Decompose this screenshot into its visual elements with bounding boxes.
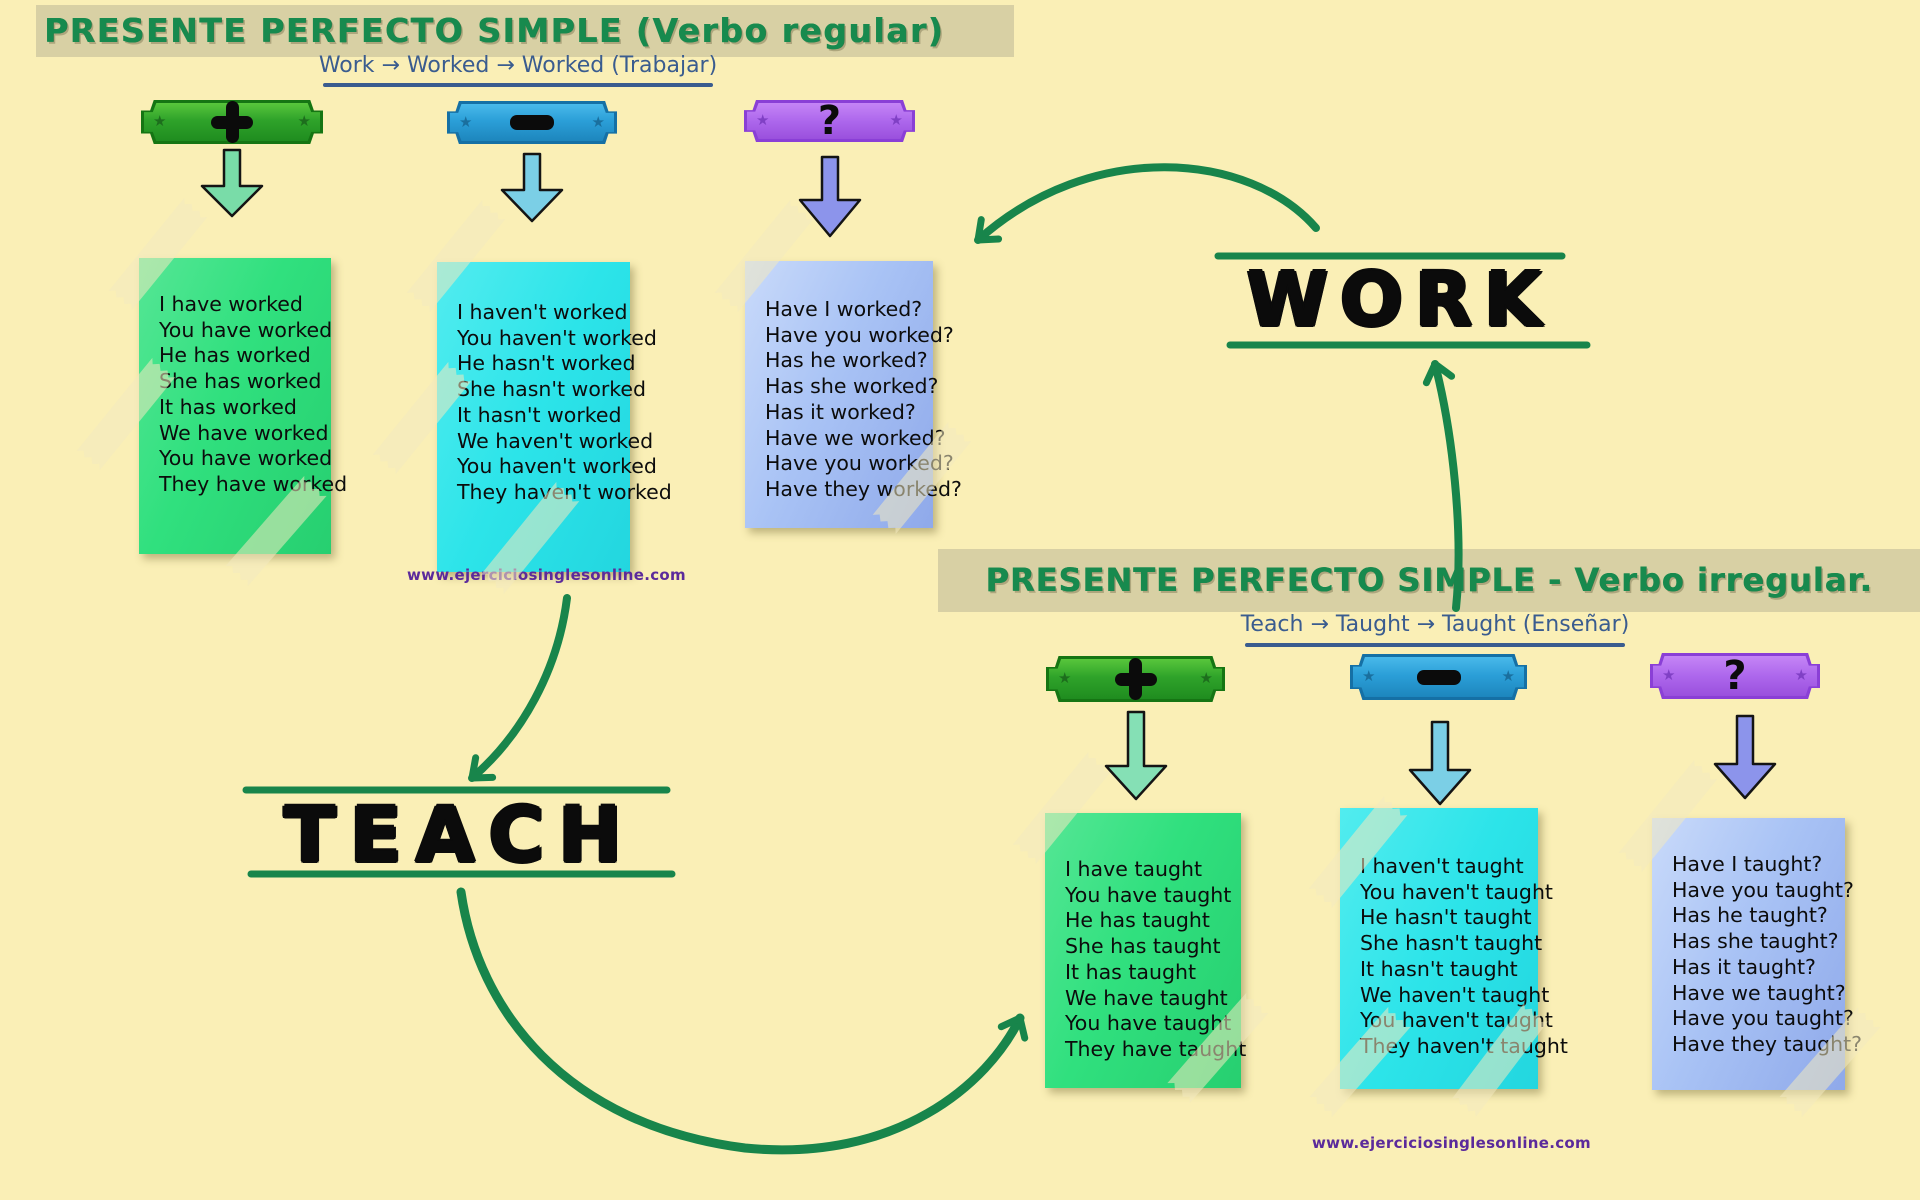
note-line: Has she taught? bbox=[1672, 929, 1839, 954]
work-verb-label: WORK bbox=[1246, 257, 1554, 343]
interrogative-badge: ★ ★ ? bbox=[1650, 653, 1820, 699]
note-line: You haven't worked bbox=[457, 454, 657, 479]
note-line: Have you worked? bbox=[765, 322, 954, 347]
plus-icon bbox=[1046, 656, 1225, 702]
note-line: We haven't worked bbox=[457, 428, 654, 453]
affirmative-badge: ★ ★ bbox=[141, 100, 323, 144]
note-line: Has he taught? bbox=[1672, 903, 1828, 928]
note-line: It has worked bbox=[159, 394, 297, 419]
note-line: You haven't worked bbox=[457, 325, 657, 350]
note-line: Has it taught? bbox=[1672, 954, 1816, 979]
note-line: He hasn't taught bbox=[1360, 905, 1532, 930]
note-line: Have we taught? bbox=[1672, 980, 1846, 1005]
star-icon: ★ bbox=[1501, 667, 1515, 686]
star-icon: ★ bbox=[756, 111, 770, 130]
question-mark-icon: ? bbox=[1723, 653, 1747, 699]
negative-badge: ★ ★ bbox=[1350, 654, 1527, 700]
note-line: Has she worked? bbox=[765, 374, 939, 399]
negative-badge: ★ ★ bbox=[447, 101, 617, 144]
note-line: It hasn't worked bbox=[457, 402, 622, 427]
curved-arrow-icon bbox=[468, 594, 571, 782]
irregular-interrogative-note: Have I taught?Have you taught?Has he tau… bbox=[1652, 818, 1862, 1090]
note-line: It hasn't taught bbox=[1360, 956, 1518, 981]
note-line: It has taught bbox=[1065, 959, 1196, 984]
star-icon: ★ bbox=[153, 112, 167, 131]
note-line: I haven't worked bbox=[457, 300, 628, 324]
note-line: She hasn't taught bbox=[1360, 931, 1543, 956]
plus-icon bbox=[141, 100, 323, 144]
down-arrow-icon bbox=[1104, 710, 1168, 801]
regular-verb-forms-underline bbox=[323, 83, 713, 87]
minus-icon bbox=[1350, 654, 1527, 700]
website-url: www.ejerciciosinglesonline.com bbox=[1312, 1134, 1591, 1152]
regular-title: PRESENTE PERFECTO SIMPLE (Verbo regular) bbox=[44, 11, 945, 50]
affirmative-badge: ★ ★ bbox=[1046, 656, 1225, 702]
note-line: She hasn't worked bbox=[457, 377, 647, 402]
note-line: Have you taught? bbox=[1672, 1006, 1854, 1031]
note-line: You haven't taught bbox=[1360, 879, 1553, 904]
note-line: Have I worked? bbox=[765, 297, 923, 321]
question-mark-icon: ? bbox=[817, 98, 842, 144]
down-arrow-icon bbox=[1408, 720, 1472, 806]
note-line: You have worked bbox=[159, 446, 333, 471]
badge-plate bbox=[1653, 656, 1817, 696]
minus-icon bbox=[447, 101, 617, 144]
note-line: We haven't taught bbox=[1360, 982, 1550, 1007]
down-arrow-icon bbox=[1713, 714, 1777, 800]
teach-verb-label: TEACH bbox=[284, 790, 636, 879]
irregular-verb-forms-underline bbox=[1245, 643, 1625, 647]
note-line: Has it worked? bbox=[765, 399, 916, 424]
star-icon: ★ bbox=[889, 111, 903, 130]
star-icon: ★ bbox=[459, 112, 473, 131]
down-arrow-icon bbox=[500, 152, 564, 223]
irregular-title: PRESENTE PERFECTO SIMPLE - Verbo irregul… bbox=[985, 561, 1873, 599]
regular-title-band: PRESENTE PERFECTO SIMPLE (Verbo regular) bbox=[36, 5, 1014, 57]
note-line: We have worked bbox=[159, 420, 329, 445]
star-icon: ★ bbox=[1199, 669, 1213, 688]
note-line: She has taught bbox=[1065, 934, 1221, 959]
star-icon: ★ bbox=[1058, 669, 1072, 688]
website-url: www.ejerciciosinglesonline.com bbox=[407, 566, 686, 584]
note-line: Have I taught? bbox=[1672, 852, 1823, 876]
curved-arrow-icon bbox=[456, 887, 1029, 1155]
note-line: We have taught bbox=[1065, 985, 1228, 1010]
irregular-verb-forms: Teach → Taught → Taught (Enseñar) bbox=[1240, 612, 1630, 637]
curved-arrow-icon bbox=[974, 163, 1320, 244]
interrogative-badge: ★ ★ ? bbox=[744, 100, 915, 142]
note-line: You have worked bbox=[159, 317, 333, 342]
star-icon: ★ bbox=[1362, 667, 1376, 686]
note-line: He has taught bbox=[1065, 908, 1210, 933]
note-line: Have you taught? bbox=[1672, 877, 1854, 902]
regular-verb-forms: Work → Worked → Worked (Trabajar) bbox=[318, 53, 718, 78]
note-line: I haven't taught bbox=[1360, 854, 1524, 878]
note-line: I have taught bbox=[1065, 857, 1203, 881]
star-icon: ★ bbox=[297, 112, 311, 131]
badge-plate bbox=[747, 103, 912, 139]
star-icon: ★ bbox=[591, 112, 605, 131]
note-line: Have we worked? bbox=[765, 425, 946, 450]
note-line: I have worked bbox=[159, 292, 303, 316]
star-icon: ★ bbox=[1794, 666, 1808, 685]
note-line: You have taught bbox=[1065, 1011, 1232, 1036]
note-line: He hasn't worked bbox=[457, 351, 636, 376]
down-arrow-icon bbox=[200, 148, 264, 218]
note-line: Has he worked? bbox=[765, 348, 928, 373]
star-icon: ★ bbox=[1662, 666, 1676, 685]
irregular-title-band: PRESENTE PERFECTO SIMPLE - Verbo irregul… bbox=[938, 549, 1920, 612]
note-line: He has worked bbox=[159, 343, 311, 368]
note-line: She has worked bbox=[159, 369, 322, 394]
note-line: You have taught bbox=[1065, 882, 1232, 907]
